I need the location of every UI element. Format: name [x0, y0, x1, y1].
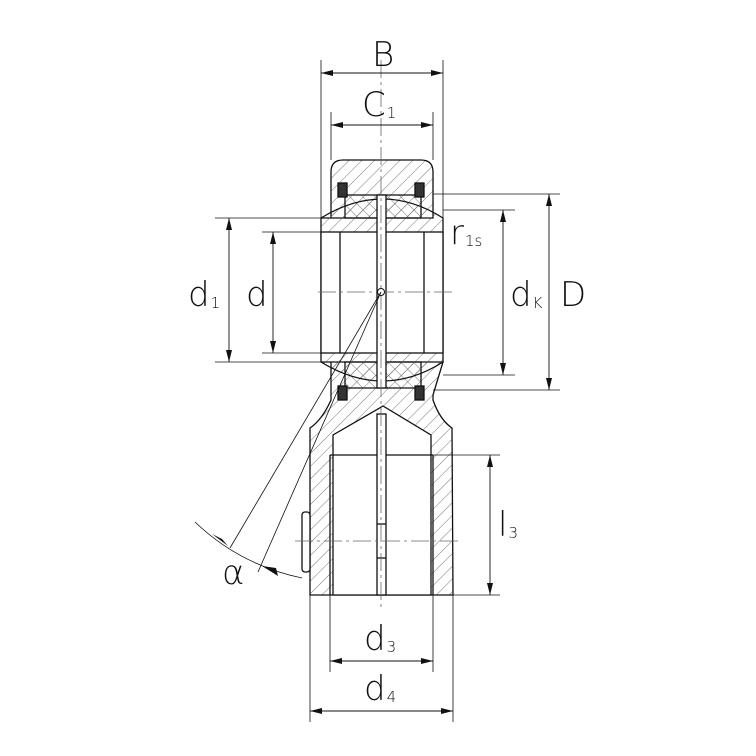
- label-d3: d3: [364, 619, 397, 659]
- label-C1: C1: [362, 85, 397, 125]
- seal: [414, 385, 425, 401]
- label-l3: l3: [498, 505, 518, 545]
- label-B: B: [372, 35, 395, 75]
- seal: [337, 182, 348, 198]
- label-d: d: [246, 275, 268, 315]
- label-D: D: [560, 275, 587, 315]
- seal: [337, 385, 348, 401]
- label-alpha: α: [222, 553, 245, 593]
- label-dK: dK: [510, 275, 543, 315]
- label-r1s: r1s: [450, 213, 483, 253]
- label-d4: d4: [364, 669, 397, 709]
- label-d1: d1: [188, 275, 221, 315]
- seal: [414, 182, 425, 198]
